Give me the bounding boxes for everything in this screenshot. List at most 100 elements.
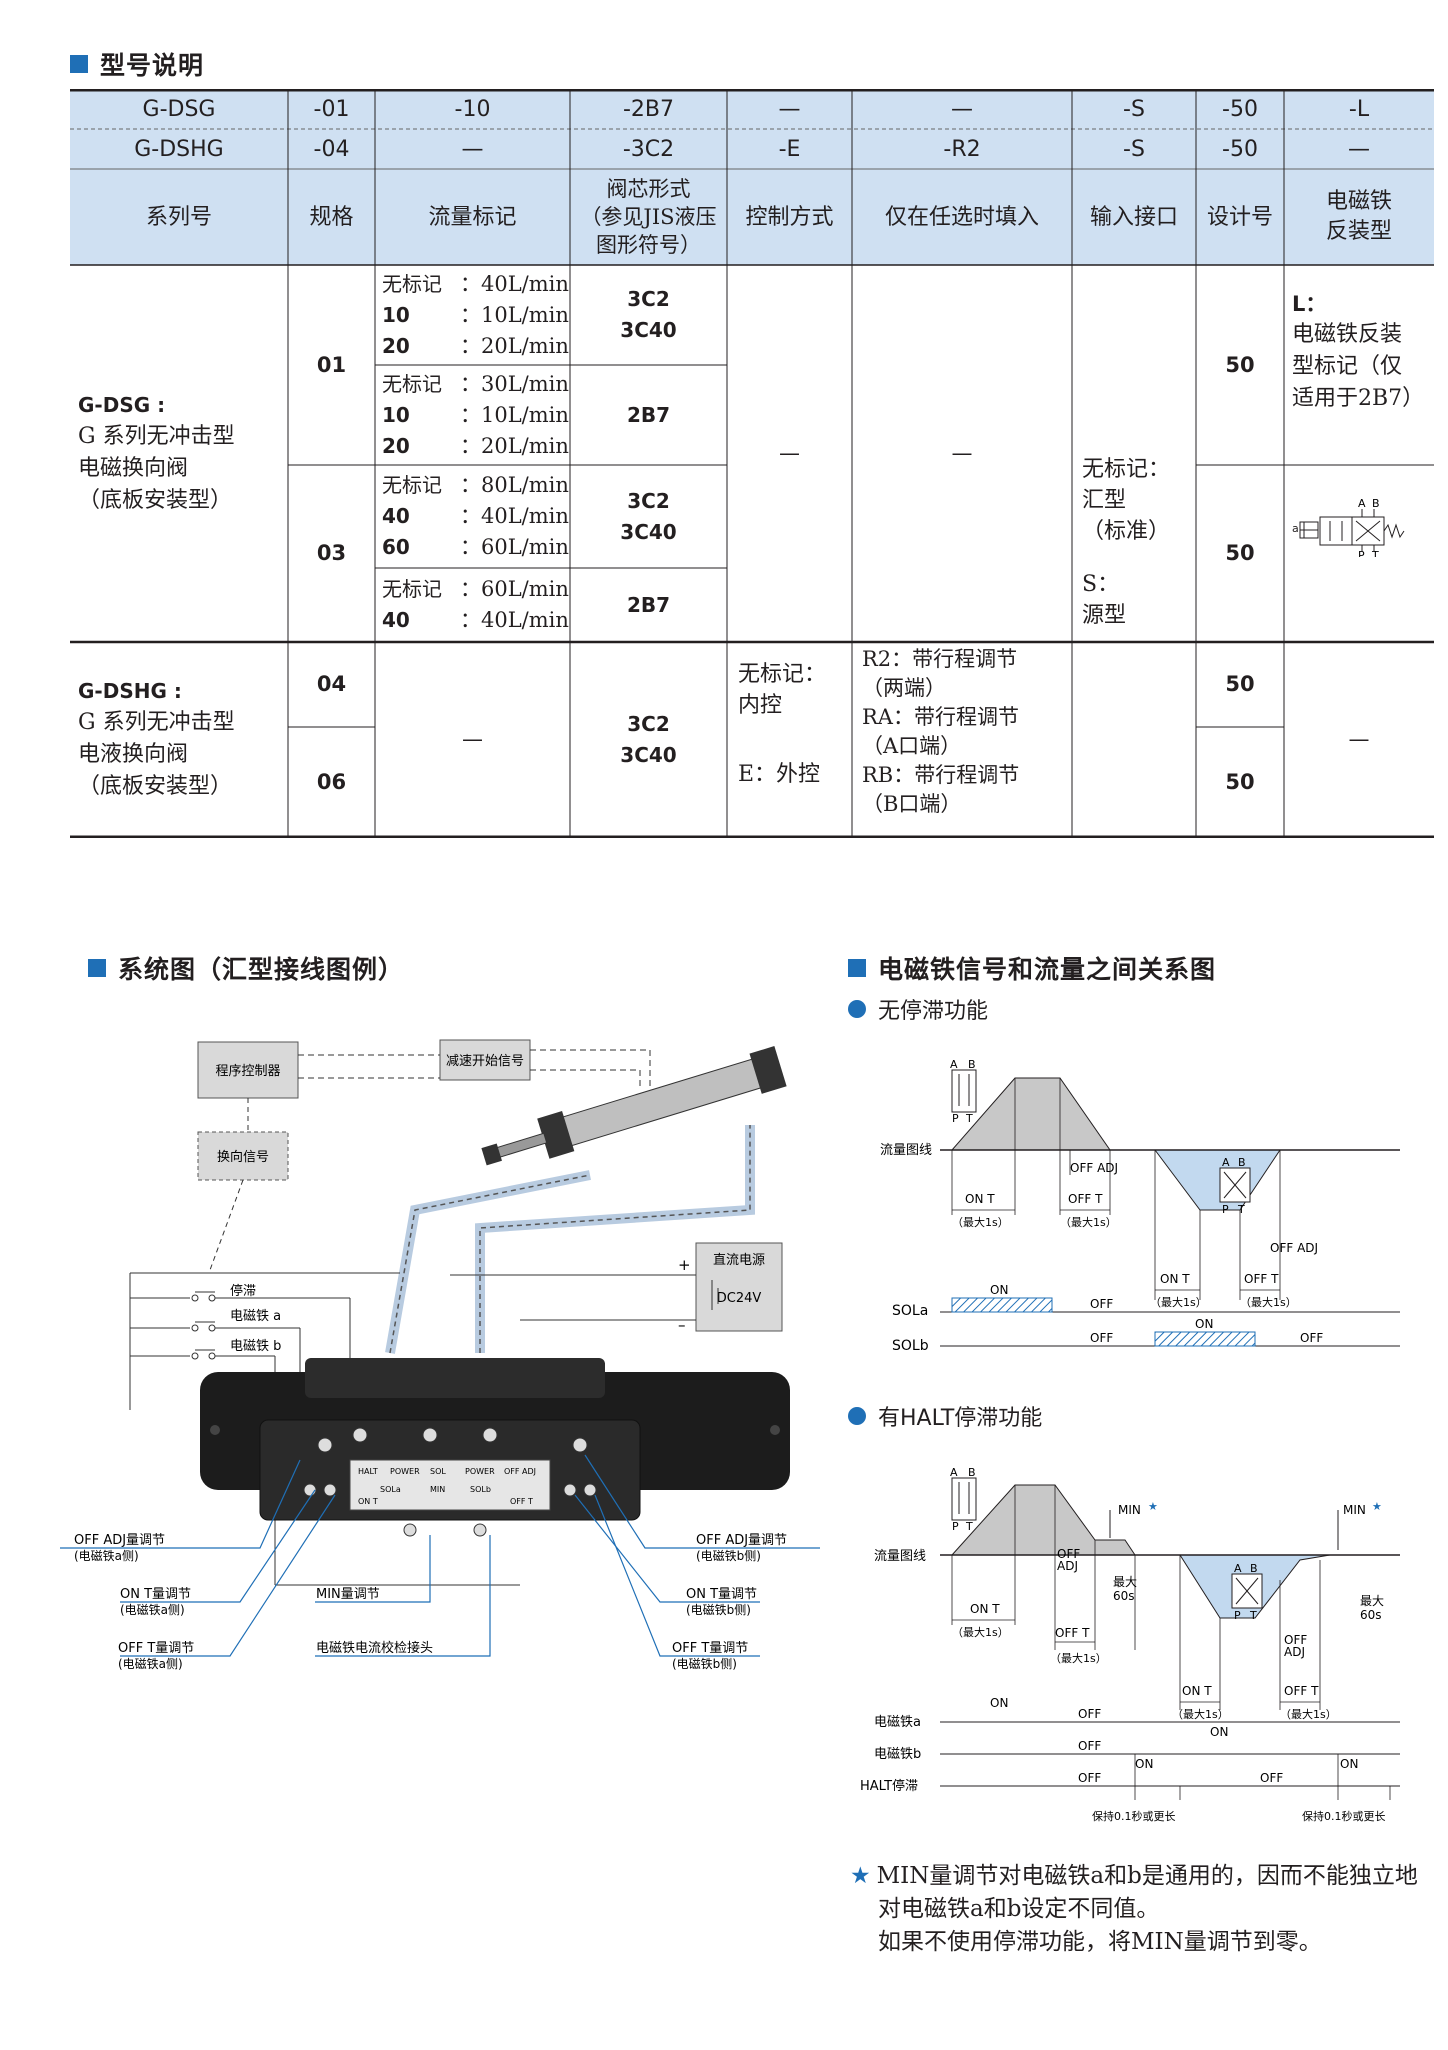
off-adj-b-label: OFF ADJ量调节 — [696, 1533, 787, 1548]
r2-control: -E — [778, 136, 801, 162]
svg-text:OFF T: OFF T — [1244, 1272, 1279, 1286]
section-title-model: 型号说明 — [70, 46, 204, 82]
reverse-desc: 电磁铁反装 型标记（仅 适用于2B7） — [1292, 322, 1425, 411]
hold-label: 保持0.1秒或更长 — [1092, 1809, 1176, 1823]
svg-text:ON T: ON T — [358, 1497, 378, 1506]
svg-text:POWER: POWER — [465, 1467, 495, 1476]
flow-dash: — — [462, 727, 483, 751]
valve-symbol-icon: a A B P T — [1292, 497, 1405, 557]
svg-text:60s: 60s — [1113, 1589, 1135, 1603]
reverse-dash: — — [1348, 727, 1370, 751]
svg-text:ON: ON — [1340, 1757, 1358, 1771]
r1-reverse: -L — [1348, 96, 1370, 122]
hdr-control: 控制方式 — [745, 204, 834, 230]
switch-signal-box — [197, 1131, 289, 1181]
svg-text:（最大1s）: （最大1s） — [952, 1625, 1009, 1639]
flow-row: 无标记：80L/min — [382, 473, 569, 497]
reverse-label: L： — [1292, 291, 1327, 316]
off-t-b-label: OFF T量调节 — [672, 1641, 748, 1656]
r1-series: G-DSG — [142, 96, 216, 122]
r1-size: -01 — [313, 96, 350, 122]
r2-flow: — — [461, 136, 484, 162]
sola-label: SOLa — [892, 1303, 928, 1319]
svg-text:OFF: OFF — [1260, 1771, 1283, 1785]
svg-text:T: T — [1249, 1609, 1257, 1622]
svg-text:OFF T: OFF T — [1284, 1684, 1319, 1698]
svg-text:(电磁铁a侧): (电磁铁a侧) — [118, 1656, 183, 1671]
cylinder-icon — [481, 1046, 787, 1166]
flow-row: 20：20L/min — [382, 333, 569, 358]
svg-text:ON T: ON T — [1182, 1684, 1212, 1698]
svg-text:a: a — [1292, 522, 1299, 535]
svg-text:ADJ: ADJ — [1284, 1645, 1305, 1659]
spool-5: 3C2 3C40 — [620, 711, 677, 767]
current-check-label: 电磁铁电流校检接头 — [316, 1640, 433, 1656]
hdr-size: 规格 — [309, 204, 354, 230]
dc24v-label: DC24V — [717, 1291, 762, 1306]
svg-text:SOLa: SOLa — [380, 1485, 401, 1494]
solb-label: SOLb — [892, 1338, 929, 1354]
subtitle-no-halt: 无停滞功能 — [848, 993, 988, 1025]
svg-text:(电磁铁b侧): (电磁铁b侧) — [686, 1602, 751, 1617]
svg-text:A: A — [950, 1466, 958, 1479]
svg-text:ADJ: ADJ — [1057, 1559, 1078, 1573]
r2-design: -50 — [1222, 136, 1258, 162]
svg-text:B: B — [1250, 1562, 1258, 1575]
svg-text:（最大1s）: （最大1s） — [1172, 1707, 1229, 1721]
flow-row: 无标记：60L/min — [382, 577, 569, 601]
design-03: 50 — [1225, 541, 1255, 565]
decel-signal-box — [439, 1039, 531, 1081]
r1-flow: -10 — [454, 96, 491, 122]
svg-text:OFF T: OFF T — [1055, 1626, 1090, 1640]
size-03: 03 — [316, 541, 347, 565]
series-dshg-desc: G 系列无冲击型 电液换向阀 （底板安装型） — [78, 710, 235, 799]
svg-text:P: P — [1358, 549, 1365, 557]
control-internal: 无标记： 内控 — [738, 662, 827, 718]
svg-text:MIN: MIN — [1118, 1503, 1141, 1517]
series-dshg: G-DSHG : G 系列无冲击型 电液换向阀 （底板安装型） — [78, 642, 288, 837]
svg-text:B: B — [1372, 497, 1380, 510]
hdr-flow: 流量标记 — [428, 204, 517, 230]
off-t-a-label: OFF T量调节 — [118, 1641, 194, 1656]
svg-text:SOL: SOL — [430, 1467, 446, 1476]
svg-text:★: ★ — [1148, 1500, 1158, 1513]
minus-label: – — [678, 1316, 686, 1334]
flow-group-2: 无标记：30L/min 10：10L/min 20：20L/min — [382, 365, 570, 465]
solb-label: 电磁铁b — [874, 1747, 921, 1762]
svg-text:（最大1s）: （最大1s） — [952, 1215, 1009, 1229]
svg-text:POWER: POWER — [390, 1467, 420, 1476]
svg-text:A: A — [950, 1058, 958, 1071]
svg-text:(电磁铁a侧): (电磁铁a侧) — [74, 1548, 139, 1563]
svg-text:B: B — [968, 1466, 976, 1479]
min-adj-label: MIN量调节 — [316, 1587, 380, 1602]
spool-4: 2B7 — [626, 592, 671, 617]
series-dsg-name: G-DSG : — [78, 393, 166, 417]
system-diagram: 程序控制器 换向信号 减速开始信号 直流电源 DC24V + – 停滞 电磁铁 … — [60, 1039, 820, 1671]
r1-option: — — [951, 96, 973, 122]
svg-text:OFF: OFF — [1090, 1331, 1113, 1345]
svg-text:B: B — [1238, 1156, 1246, 1169]
controller-label: 程序控制器 — [215, 1064, 280, 1079]
spool-3: 3C2 3C40 — [620, 488, 677, 544]
section-title-relation: 电磁铁信号和流量之间关系图 — [848, 950, 1216, 986]
svg-text:OFF ADJ: OFF ADJ — [1270, 1241, 1318, 1255]
input-none: 无标记： 汇型 （标准） — [1082, 457, 1171, 544]
r1-control: — — [778, 96, 801, 122]
svg-text:OFF T: OFF T — [510, 1497, 533, 1506]
r1-design: -50 — [1222, 96, 1258, 122]
size-01: 01 — [316, 352, 347, 377]
svg-text:OFF: OFF — [1057, 1547, 1080, 1561]
on-t-a-label: ON T量调节 — [120, 1587, 191, 1602]
sola-label: 电磁铁a — [874, 1715, 921, 1730]
valve-ab-icon — [951, 1069, 977, 1113]
model-table: G-DSG -01 -10 -2B7 — — -S -50 -L G-DSHG … — [70, 89, 1434, 838]
hdr-input: 输入接口 — [1089, 204, 1178, 230]
hdr-option: 仅在任选时填入 — [884, 204, 1039, 230]
control-external: E：外控 — [738, 761, 821, 787]
r2-spool: -3C2 — [622, 136, 675, 162]
svg-text:P: P — [952, 1520, 959, 1533]
valve-ab-icon — [951, 1477, 977, 1521]
flow-group-1: 无标记：40L/min 10：10L/min 20：20L/min — [382, 265, 570, 365]
hdr-reverse: 电磁铁 反装型 — [1325, 189, 1392, 244]
decel-signal-label: 减速开始信号 — [446, 1054, 524, 1069]
